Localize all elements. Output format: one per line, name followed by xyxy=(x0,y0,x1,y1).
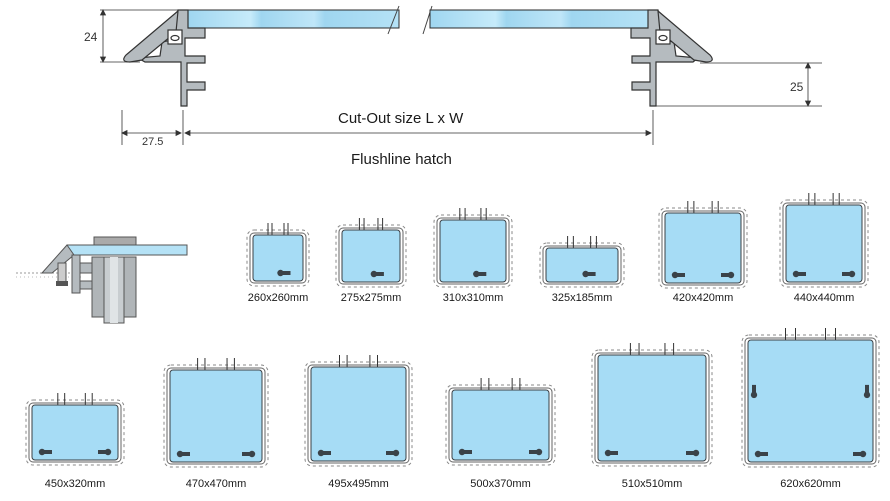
handle-icon xyxy=(317,449,331,457)
frame-profile-left xyxy=(123,9,206,107)
handle-icon xyxy=(853,450,867,458)
hinge-icon xyxy=(629,343,675,355)
hatch-drawing xyxy=(246,223,310,287)
break-line-icon xyxy=(387,5,400,35)
hatch-size-label: 470x470mm xyxy=(185,478,247,490)
hatch-drawing xyxy=(433,208,513,288)
hatch-size-label: 325x185mm xyxy=(551,292,613,304)
dimension-24 xyxy=(99,9,178,63)
handle-icon xyxy=(370,270,384,278)
handle-icon xyxy=(529,448,543,456)
hatch-size-label: 440x440mm xyxy=(793,292,855,304)
hinge-icon xyxy=(267,223,289,235)
frame-profile-right xyxy=(630,9,713,107)
handle-icon xyxy=(386,449,400,457)
dimension-cutout xyxy=(121,110,654,145)
handle-icon xyxy=(750,384,758,399)
hatch-glass xyxy=(310,366,407,462)
hinge-icon xyxy=(358,218,384,230)
handle-icon xyxy=(38,448,52,456)
hatch-glass xyxy=(597,354,707,462)
handle-icon xyxy=(604,449,618,457)
hatch-glass xyxy=(341,229,401,283)
handle-icon xyxy=(792,270,806,278)
hatch-frame xyxy=(658,207,748,289)
hatch-size-label: 620x620mm xyxy=(780,478,841,490)
hatch-drawing xyxy=(779,193,869,288)
handle-icon xyxy=(842,270,856,278)
hatch-size-label: 275x275mm xyxy=(340,292,402,304)
handle-icon xyxy=(176,450,190,458)
hatch-drawing xyxy=(163,358,269,468)
hatch-glass xyxy=(785,204,863,283)
handle-icon xyxy=(686,449,700,457)
hatch-glass xyxy=(545,247,619,283)
hinge-icon xyxy=(687,201,719,213)
hatch-glass xyxy=(747,339,874,463)
handle-icon xyxy=(277,269,291,277)
handle-icon xyxy=(754,450,768,458)
hinge-icon xyxy=(480,378,521,390)
hatch-size-label: 310x310mm xyxy=(442,292,504,304)
handle-icon xyxy=(671,271,685,279)
handle-icon xyxy=(98,448,112,456)
hatch-drawing xyxy=(25,393,125,466)
handle-icon xyxy=(458,448,472,456)
hinge-icon xyxy=(808,193,840,205)
hatch-frame xyxy=(591,349,713,467)
dim-height-right: 25 xyxy=(790,80,804,94)
hatch-size-label: 420x420mm xyxy=(672,292,734,304)
diagram-title: Flushline hatch xyxy=(351,151,452,168)
hatch-glass xyxy=(451,389,550,461)
hatch-glass xyxy=(664,212,742,284)
hinge-icon xyxy=(197,358,235,370)
cutout-label: Cut-Out size L x W xyxy=(338,110,464,127)
hatch-frame xyxy=(25,399,125,466)
hatch-frame xyxy=(779,199,869,288)
hatch-frame xyxy=(246,229,310,287)
handle-icon xyxy=(863,384,871,399)
hatch-drawing xyxy=(335,218,407,288)
hatch-glass xyxy=(169,369,263,463)
hatch-frame xyxy=(433,214,513,288)
hatch-frame xyxy=(539,242,625,288)
handle-icon xyxy=(721,271,735,279)
hatch-size-label: 495x495mm xyxy=(328,478,389,490)
hinge-icon xyxy=(567,236,597,248)
hinge-icon xyxy=(785,328,836,340)
hinge-icon xyxy=(459,208,487,220)
dimension-25 xyxy=(656,62,822,107)
hatch-glass xyxy=(252,234,304,282)
handle-icon xyxy=(242,450,256,458)
hatch-glass xyxy=(439,219,507,283)
hatch-drawing xyxy=(658,201,748,289)
hatch-drawing xyxy=(591,343,713,467)
hatch-size-label: 510x510mm xyxy=(621,478,683,490)
hatch-frame xyxy=(163,364,269,468)
dim-height-left: 24 xyxy=(84,30,98,44)
hatch-frame xyxy=(335,224,407,288)
hatch-drawing xyxy=(304,355,413,467)
dim-flange: 27.5 xyxy=(142,136,164,148)
hatch-drawing xyxy=(741,328,880,468)
hatch-size-label: 260x260mm xyxy=(247,292,309,304)
hinge-icon xyxy=(57,393,93,405)
flushline-section-drawing xyxy=(99,5,822,145)
hatch-drawing xyxy=(445,378,556,466)
glass-pane-right xyxy=(429,9,649,29)
handle-icon xyxy=(582,270,596,278)
hatch-glass xyxy=(31,404,119,461)
glass-pane-left xyxy=(186,9,400,29)
hatch-frame xyxy=(445,384,556,466)
hatch-size-label: 500x370mm xyxy=(470,478,531,490)
installation-detail-drawing xyxy=(16,236,188,324)
hatch-size-label: 450x320mm xyxy=(44,478,106,490)
hatch-frame xyxy=(741,334,880,468)
hatch-drawing xyxy=(539,236,625,288)
handle-icon xyxy=(473,270,487,278)
hinge-icon xyxy=(339,355,378,367)
